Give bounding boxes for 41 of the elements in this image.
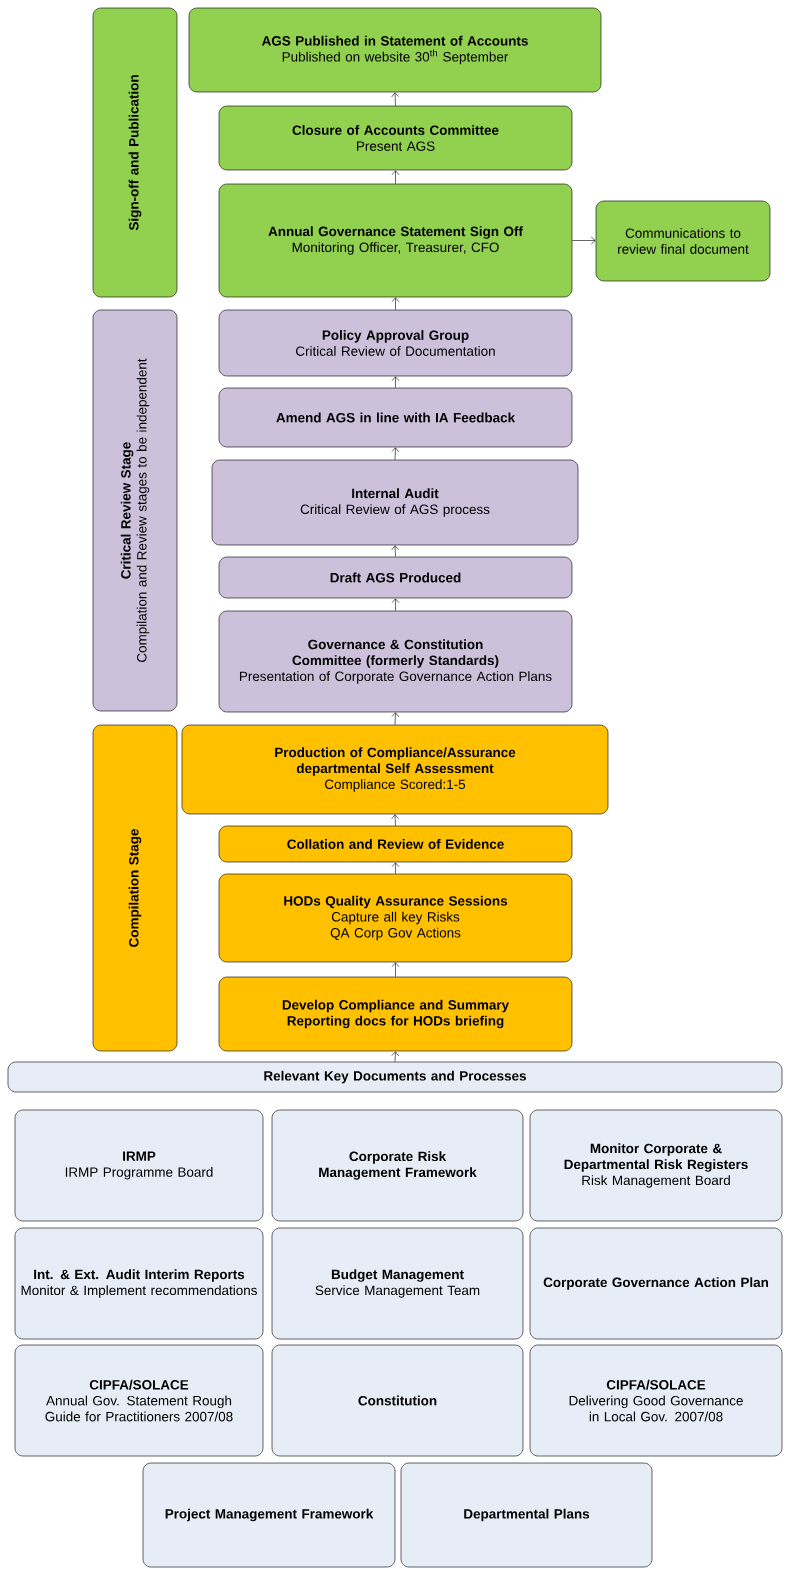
process-box: Budget Management Service Management Team bbox=[271, 1227, 524, 1340]
arrow bbox=[391, 814, 399, 826]
process-box: Communications to review final document bbox=[595, 200, 771, 282]
process-box: Int. & Ext. Audit Interim Reports Monitor & Implement recommendations bbox=[14, 1227, 264, 1340]
stage-band: Sign-off and Publication bbox=[92, 7, 178, 298]
process-box: Monitor Corporate & Departmental Risk Registers Risk Management Board bbox=[529, 1109, 783, 1222]
process-box: Draft AGS Produced bbox=[218, 556, 573, 599]
process-box: Departmental Plans bbox=[400, 1462, 653, 1568]
process-box: CIPFA/SOLACE Annual Gov. Statement Rough Guide for Practitioners 2007/08 bbox=[14, 1344, 264, 1457]
arrow bbox=[391, 92, 399, 106]
process-box: Policy Approval Group Critical Review of Documentation bbox=[218, 309, 573, 377]
process-box: Constitution bbox=[271, 1344, 524, 1457]
arrow bbox=[391, 712, 400, 725]
arrow bbox=[391, 297, 400, 310]
process-box: AGS Published in Statement of Accounts Published on website 30$^{th}$ September bbox=[188, 7, 602, 93]
arrow bbox=[391, 545, 399, 557]
arrow bbox=[391, 862, 400, 874]
process-box: CIPFA/SOLACE Delivering Good Governance in Local Gov. 2007/08 bbox=[529, 1344, 783, 1457]
stage-band: Compilation Stage bbox=[92, 724, 178, 1052]
arrow bbox=[391, 170, 400, 184]
process-box: Production of Compliance/Assurance departmental Self Assessment Compliance Scored:1-5 bbox=[181, 724, 609, 815]
arrow bbox=[391, 962, 400, 977]
process-box: Governance & Constitution Committee (formerly Standards) Presentation of Corporate Governance Action Plans bbox=[218, 610, 573, 713]
process-box: Corporate Governance Action Plan bbox=[529, 1227, 783, 1340]
process-box: HODs Quality Assurance Sessions Capture all key Risks QA Corp Gov Actions bbox=[218, 873, 573, 963]
arrow bbox=[391, 447, 400, 460]
arrow bbox=[572, 236, 596, 245]
process-box: IRMP IRMP Programme Board bbox=[14, 1109, 264, 1222]
stage-band: Critical Review Stage Compilation and Review stages to be independent bbox=[92, 309, 178, 712]
process-box: Annual Governance Statement Sign Off Monitoring Officer, Treasurer, CFO bbox=[218, 183, 573, 298]
process-box: Collation and Review of Evidence bbox=[218, 825, 573, 863]
arrow bbox=[391, 598, 400, 611]
arrow bbox=[391, 376, 400, 388]
process-box: Develop Compliance and Summary Reporting docs for HODs briefing bbox=[218, 976, 573, 1052]
process-box: Amend AGS in line with IA Feedback bbox=[218, 387, 573, 448]
process-box: Internal Audit Critical Review of AGS process bbox=[211, 459, 579, 546]
process-box: Closure of Accounts Committee Present AGS bbox=[218, 105, 573, 171]
process-box: Project Management Framework bbox=[142, 1462, 396, 1568]
arrow bbox=[391, 1051, 400, 1062]
process-box: Corporate Risk Management Framework bbox=[271, 1109, 524, 1222]
process-box: Relevant Key Documents and Processes bbox=[7, 1061, 783, 1093]
